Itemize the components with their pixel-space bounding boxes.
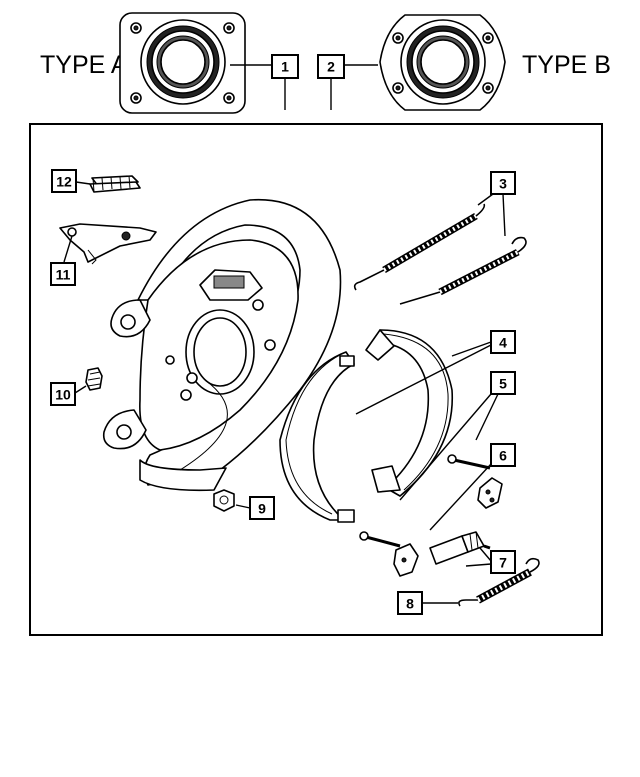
callout-9-label: 9 <box>258 501 266 517</box>
part-11-lever <box>59 223 157 265</box>
callout-12[interactable]: 12 <box>51 169 91 193</box>
callout-10[interactable]: 10 <box>50 382 87 406</box>
callout-1-label: 1 <box>281 59 289 75</box>
part-5-pins <box>359 454 491 548</box>
callout-7-label: 7 <box>499 555 507 571</box>
callout-11-label: 11 <box>56 267 71 283</box>
callout-12-label: 12 <box>56 174 72 190</box>
type-a-label: TYPE A <box>40 51 128 79</box>
callout-3[interactable]: 3 <box>477 171 516 237</box>
callout-8[interactable]: 8 <box>397 591 458 615</box>
part-7-adjuster <box>429 531 491 565</box>
part-6-clip <box>393 477 503 577</box>
callout-8-label: 8 <box>406 596 414 612</box>
callout-5-label: 5 <box>499 376 507 392</box>
callout-3-label: 3 <box>499 176 507 192</box>
callout-6[interactable]: 6 <box>429 443 516 531</box>
brake-backing-plate <box>102 198 342 492</box>
callout-1[interactable]: 1 <box>230 54 299 110</box>
part-4-brake-shoes <box>279 329 454 523</box>
callout-4[interactable]: 4 <box>355 330 516 415</box>
part-8-spring <box>458 557 540 607</box>
diagram-frame <box>29 123 603 636</box>
callout-9[interactable]: 9 <box>235 496 275 520</box>
callout-4-label: 4 <box>499 335 507 351</box>
type-a-bearing-assembly: TYPE A <box>40 12 246 114</box>
part-3-springs <box>353 203 527 305</box>
type-b-bearing-assembly: TYPE B <box>379 14 611 111</box>
callout-2[interactable]: 2 <box>317 54 378 110</box>
part-10-nut <box>85 367 103 391</box>
callout-7[interactable]: 7 <box>465 547 516 574</box>
callout-2-label: 2 <box>327 59 335 75</box>
part-12-clips <box>89 175 141 193</box>
callout-5[interactable]: 5 <box>399 371 516 501</box>
callout-10-label: 10 <box>55 387 71 403</box>
callout-11[interactable]: 11 <box>50 235 76 286</box>
callout-6-label: 6 <box>499 448 507 464</box>
type-b-label: TYPE B <box>522 51 611 79</box>
part-9-nut <box>213 489 235 512</box>
